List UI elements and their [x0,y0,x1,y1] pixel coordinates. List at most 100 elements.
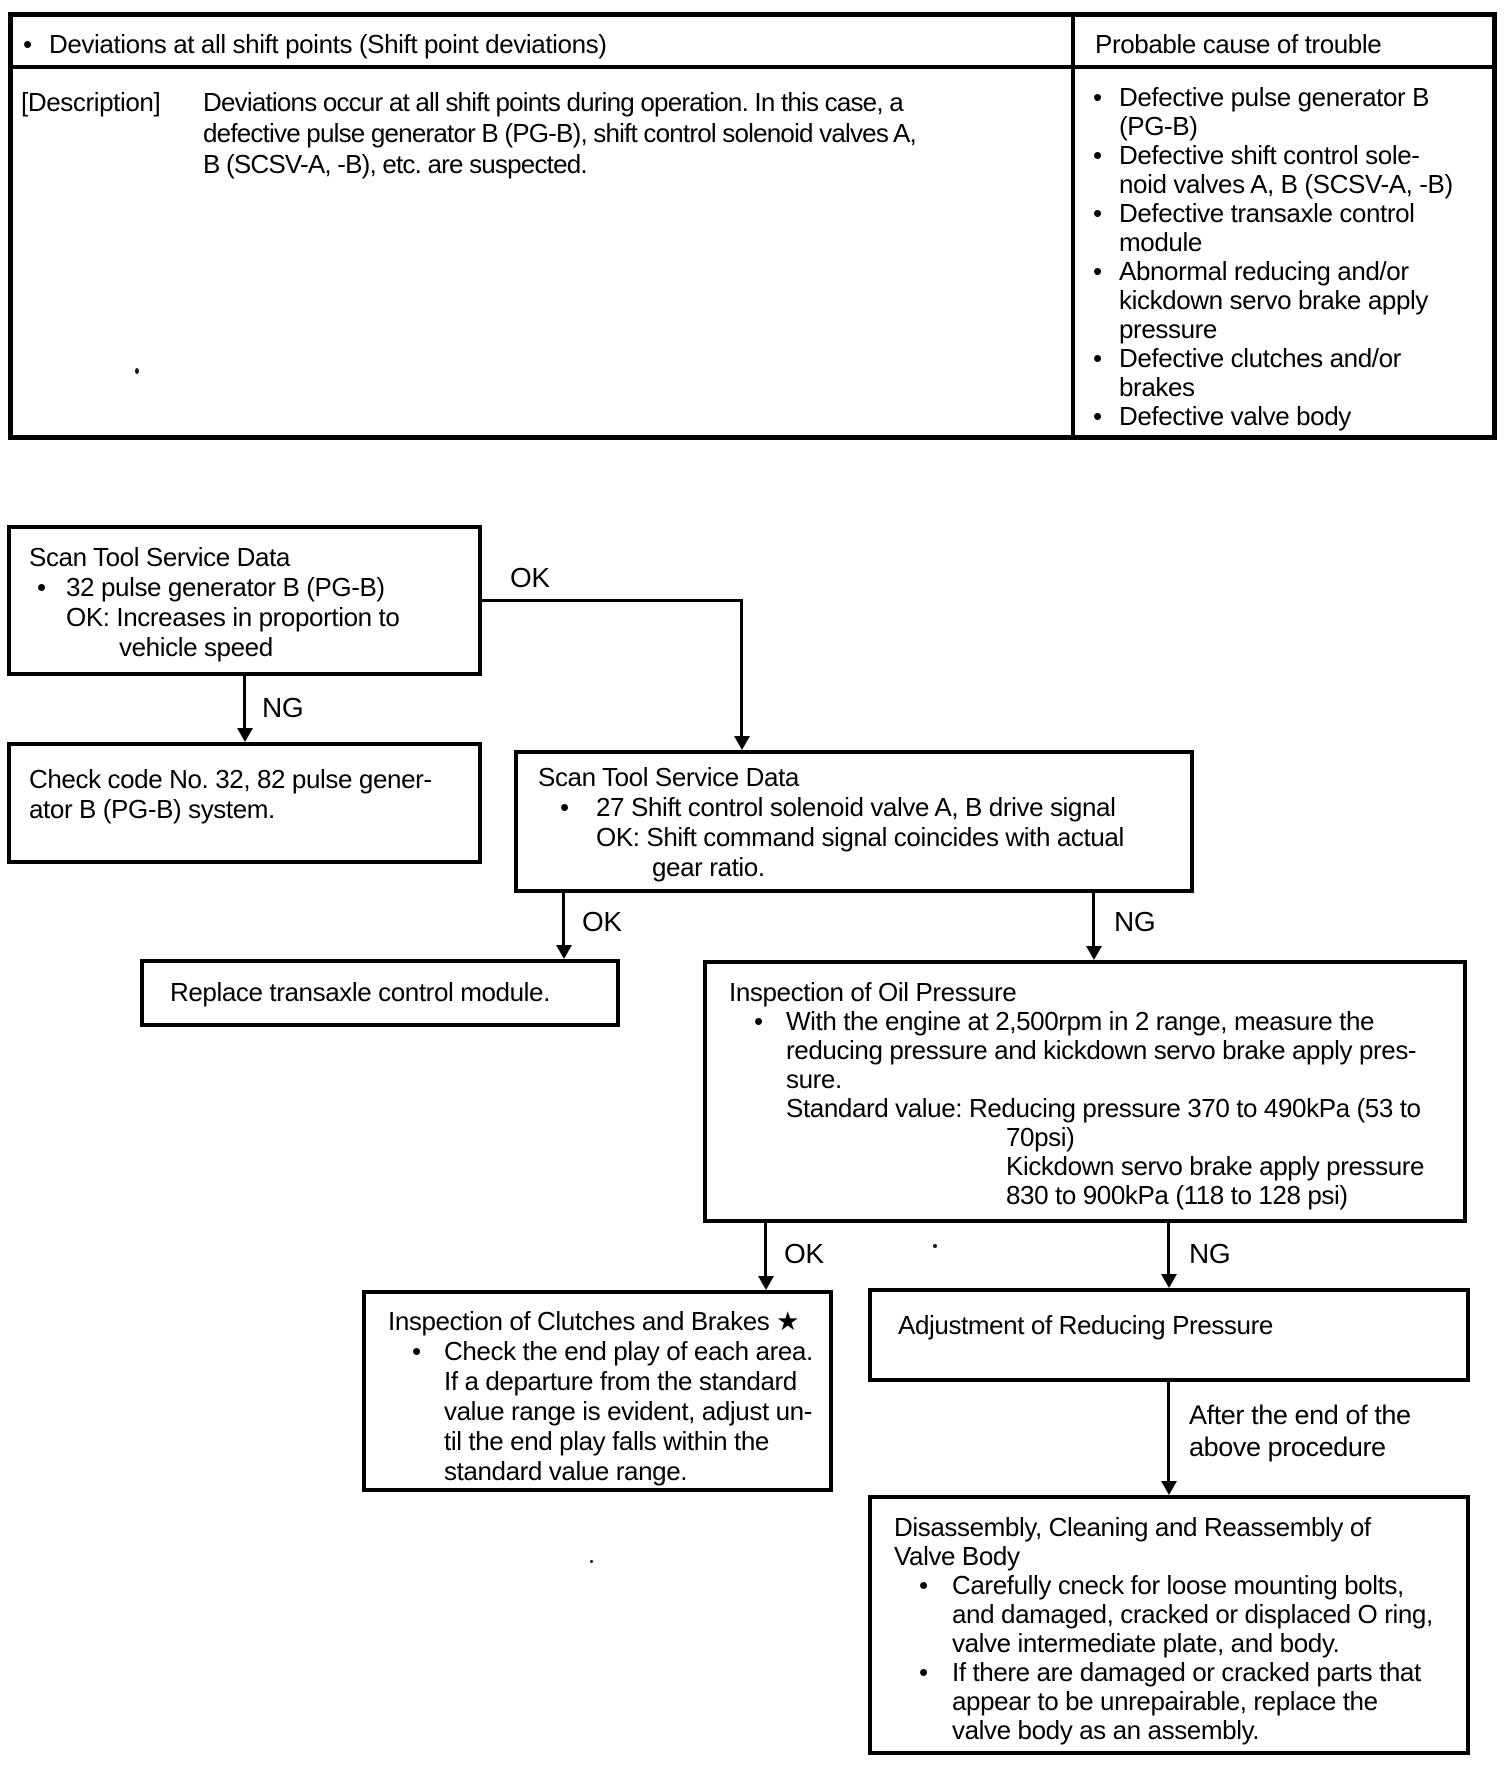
box-line-text: With the engine at 2,500rpm in 2 range, … [786,1006,1375,1036]
box-title: Disassembly, Cleaning and Reassembly of [894,1512,1371,1542]
bullet-icon: • [1093,140,1102,170]
flow-box-clutches-brakes: Inspection of Clutches and Brakes ★ •Che… [362,1290,833,1492]
bullet-icon: • [37,572,46,602]
cause-line: brakes [1119,372,1195,402]
flow-box-check-code: Check code No. 32, 82 pulse gener- ator … [7,742,482,864]
box-bullet-line: • Check the end play of each area. [388,1336,829,1366]
description-label: [Description] [21,87,161,117]
cause-item: • Defective shift control sole- noid val… [1093,141,1493,199]
box-line-text: If there are damaged or cracked parts th… [952,1657,1421,1687]
connector-ok-vertical [562,893,565,947]
bullet-icon: • [1093,256,1102,286]
box-line: and damaged, cracked or displaced O ring… [952,1599,1433,1629]
bullet-icon: • [1093,82,1102,112]
bullet-icon: • [1093,343,1102,373]
cause-item: • Defective clutches and/or brakes [1093,344,1493,402]
scan-speck [135,368,139,374]
connector-after-vertical [1167,1382,1170,1483]
flow-box-oil-pressure: Inspection of Oil Pressure • With the eng… [703,960,1467,1223]
box-bullet-line: • 27 Shift control solenoid valve A, B dr… [538,792,1190,822]
box-line: 70psi) [1006,1122,1075,1152]
box-line: Check code No. 32, 82 pulse gener- [29,764,432,794]
box-bullet-line: •32 pulse generator B (PG-B) [29,572,478,602]
cause-item: • Defective transaxle control module [1093,199,1493,257]
table-header-symptom-text: Deviations at all shift points (Shift po… [49,29,607,59]
arrow-down-icon [758,1276,774,1290]
cause-item: • Defective pulse generator B (PG-B) [1093,83,1493,141]
bullet-icon: • [1093,401,1102,431]
cause-line: pressure [1119,314,1217,344]
cause-line: Defective shift control sole- [1119,140,1420,170]
scan-speck [590,1560,593,1563]
ok-label: OK [582,906,622,937]
box-line: vehicle speed [119,632,273,662]
box-line-text: Check the end play of each area. [444,1336,813,1366]
box-line: Standard value: Reducing pressure 370 to… [786,1093,1421,1123]
description-line: Deviations occur at all shift points dur… [203,87,904,117]
symptom-table: • Deviations at all shift points (Shift p… [8,12,1497,440]
arrow-down-icon [734,736,750,750]
cause-line: module [1119,227,1202,257]
box-line: til the end play falls within the [444,1426,769,1456]
connector-ng-vertical [1092,893,1095,948]
ng-label: NG [1114,906,1156,937]
description-text: Deviations occur at all shift points dur… [203,87,917,180]
connector-ok-vertical [740,599,743,738]
cause-item: • Abnormal reducing and/or kickdown serv… [1093,257,1493,344]
box-line: valve intermediate plate, and body. [952,1628,1340,1658]
box-line: valve body as an assembly. [952,1715,1260,1745]
flow-box-adjustment: Adjustment of Reducing Pressure [868,1288,1470,1382]
box-title: Scan Tool Service Data [29,542,290,572]
connector-ok-vertical [764,1223,767,1278]
description-line: B (SCSV-A, -B), etc. are suspected. [203,149,588,179]
box-line: reducing pressure and kickdown servo bra… [786,1035,1417,1065]
box-bullet-line: • Carefully cneck for loose mounting bolt… [894,1571,1466,1600]
box-bullet-line: • If there are damaged or cracked parts t… [894,1658,1466,1687]
ng-label: NG [1189,1238,1231,1269]
arrow-down-icon [1161,1274,1177,1288]
box-line: standard value range. [444,1456,688,1486]
connector-ng-vertical [243,676,246,730]
bullet-icon: • [919,1657,928,1687]
bullet-icon: • [560,792,569,822]
box-line-text: 27 Shift control solenoid valve A, B dri… [596,792,1116,822]
description-line: defective pulse generator B (PG-B), shif… [203,118,917,148]
box-line-text: Carefully cneck for loose mounting bolts… [952,1570,1404,1600]
cause-line: (PG-B) [1119,111,1198,141]
box-bullet-line: • With the engine at 2,500rpm in 2 range,… [729,1007,1463,1036]
box-line: OK: Shift command signal coincides with … [596,822,1124,852]
cause-line: noid valves A, B (SCSV-A, -B) [1119,169,1453,199]
box-line: If a departure from the standard [444,1366,797,1396]
bullet-icon: • [754,1006,763,1036]
box-line: ator B (PG-B) system. [29,794,275,824]
box-title: Inspection of Oil Pressure [729,977,1017,1007]
bullet-icon: • [23,29,32,59]
bullet-icon: • [412,1336,421,1366]
box-line: OK: Increases in proportion to [66,602,400,632]
connector-ng-vertical [1167,1223,1170,1276]
ng-label: NG [262,692,304,723]
after-procedure-label: After the end of the [1189,1400,1411,1430]
bullet-icon: • [1093,198,1102,228]
flow-box-scan-tool-data-2: Scan Tool Service Data • 27 Shift control… [514,750,1194,893]
table-header-cause: Probable cause of trouble [1095,29,1382,59]
arrow-down-icon [556,945,572,959]
bullet-icon: • [919,1570,928,1600]
scan-speck [933,1244,937,1248]
table-header-divider [13,65,1492,69]
arrow-down-icon [1086,946,1102,960]
box-title: Valve Body [894,1541,1020,1571]
cause-line: Defective clutches and/or [1119,343,1401,373]
box-title: Scan Tool Service Data [538,762,799,792]
box-line: Kickdown servo brake apply pressure [1006,1151,1425,1181]
box-line: sure. [786,1064,842,1094]
ok-label: OK [510,562,550,593]
cause-line: Defective pulse generator B [1119,82,1430,112]
arrow-down-icon [1161,1481,1177,1495]
flow-box-valve-body: Disassembly, Cleaning and Reassembly of … [868,1495,1470,1755]
table-column-divider [1071,17,1075,435]
box-line: value range is evident, adjust un- [444,1396,812,1426]
box-line: appear to be unrepairable, replace the [952,1686,1378,1716]
cause-line: Defective transaxle control [1119,198,1415,228]
